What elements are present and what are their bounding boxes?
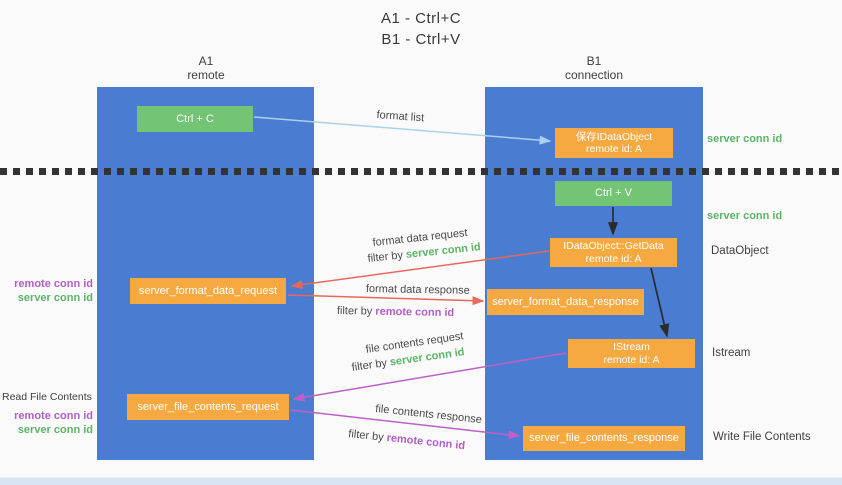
node-istream-line1: IStream [613, 341, 650, 353]
title-line-1: A1 - Ctrl+C [380, 10, 462, 27]
node-save-idataobject-line2: remote id: A [585, 143, 643, 155]
node-server-format-data-request: server_format_data_request [130, 278, 286, 304]
filter-by-text: filter by [336, 305, 373, 318]
filter-by-text: filter by [351, 357, 388, 374]
node-getdata-line1: IDataObject::GetData [563, 240, 664, 252]
title-line-2: B1 - Ctrl+V [381, 31, 461, 48]
remote-conn-id-text: remote conn id [375, 305, 455, 320]
edge-label-format-data-response: format data response [365, 283, 470, 297]
node-server-file-contents-response: server_file_contents_response [523, 426, 685, 451]
node-save-idataobject-line1: 保存IDataObject [575, 130, 653, 143]
side-label-dataobject: DataObject [711, 245, 769, 257]
filter-by-text: filter by [367, 249, 404, 265]
node-ctrl-c: Ctrl + C [137, 106, 253, 132]
side-label-conn-ids-file: remote conn id server conn id [0, 409, 93, 437]
node-getdata-line2: remote id: A [585, 252, 642, 265]
side-label-server-conn-id-mid: server conn id [707, 210, 783, 222]
bottom-window-edge [0, 477, 842, 485]
filter-by-text: filter by [347, 428, 385, 444]
node-ctrl-v-label: Ctrl + V [595, 187, 632, 199]
side-label-write-file-contents: Write File Contents [713, 431, 811, 443]
session-separator-line [0, 168, 842, 175]
remote-conn-id-text: remote conn id [386, 432, 466, 453]
lane-a1-name: remote [187, 68, 225, 82]
node-ctrl-c-label: Ctrl + C [176, 112, 214, 125]
side-label-server-conn-id-top: server conn id [707, 133, 783, 145]
node-server-format-data-request-label: server_format_data_request [138, 284, 278, 297]
node-istream-line2: remote id: A [603, 353, 660, 366]
lane-a1-id: A1 [198, 54, 214, 68]
node-save-idataobject: 保存IDataObject remote id: A [555, 128, 673, 158]
lane-b1-name: connection [564, 68, 624, 82]
side-label-istream: Istream [712, 347, 751, 359]
node-ctrl-v: Ctrl + V [555, 181, 672, 206]
side-label-remote-conn-id: remote conn id [14, 278, 93, 290]
node-server-file-contents-request-label: server_file_contents_request [137, 400, 279, 413]
node-istream: IStream remote id: A [568, 339, 695, 368]
diagram-title: A1 - Ctrl+C B1 - Ctrl+V [0, 8, 842, 50]
node-idataobject-getdata: IDataObject::GetData remote id: A [550, 238, 677, 267]
lane-header-a1: A1 remote [141, 54, 271, 82]
side-label-server-conn-id: server conn id [17, 424, 93, 436]
lane-b1-id: B1 [586, 54, 602, 68]
side-label-read-file-contents: Read File Contents [2, 391, 92, 403]
side-label-remote-conn-id: remote conn id [14, 410, 93, 422]
edge-label-format-list: format list [376, 109, 425, 125]
lane-header-b1: B1 connection [529, 54, 659, 82]
side-label-conn-ids-format: remote conn id server conn id [0, 277, 93, 305]
node-server-file-contents-request: server_file_contents_request [127, 394, 289, 420]
node-server-file-contents-response-label: server_file_contents_response [529, 432, 679, 444]
edge-label-file-contents-response: file contents response [374, 403, 483, 427]
node-server-format-data-response-label: server_format_data_response [492, 295, 639, 308]
node-server-format-data-response: server_format_data_response [487, 289, 644, 315]
side-label-server-conn-id: server conn id [17, 292, 93, 304]
